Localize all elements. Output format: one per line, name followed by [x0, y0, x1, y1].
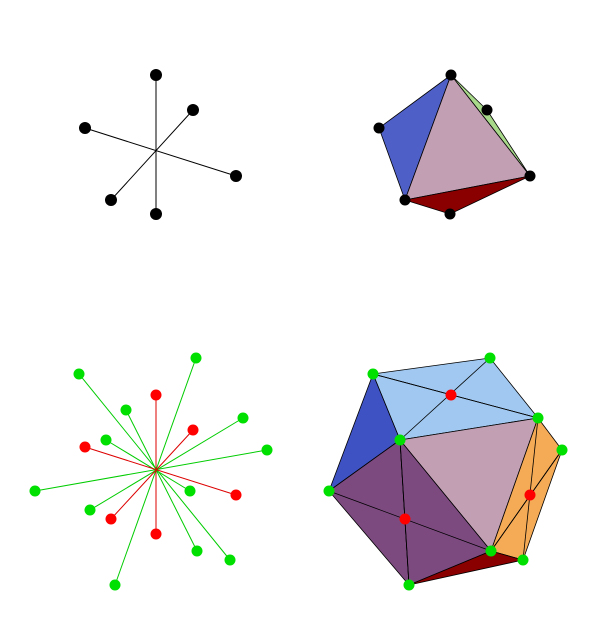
- vertex-dot: [105, 194, 117, 206]
- vertex-dot-green: [100, 434, 112, 446]
- vertex-dot: [230, 170, 242, 182]
- vertex-dot-green: [237, 412, 249, 424]
- vertex-dot-green: [190, 352, 202, 364]
- axis-line-green: [105, 439, 191, 492]
- vertex-dot-green: [261, 444, 273, 456]
- vertex-dot-green: [517, 554, 529, 566]
- vertex-dot: [445, 69, 457, 81]
- mesh-line: [399, 439, 410, 586]
- vertex-dot-green: [109, 579, 121, 591]
- vertex-dot-red: [79, 441, 91, 453]
- vertex-dot: [150, 69, 162, 81]
- face-dark-red: [404, 175, 531, 215]
- vertex-dot-green: [485, 545, 497, 557]
- vertex-dot: [399, 194, 411, 206]
- icosahedron-axes-panel: [29, 352, 273, 591]
- vertex-dot: [79, 122, 91, 134]
- vertex-dot-green: [394, 434, 406, 446]
- octahedron-solid-panel: [373, 69, 536, 220]
- axis-line-green: [89, 417, 244, 511]
- face-dark-red: [408, 550, 524, 586]
- vertex-dot-green: [29, 485, 41, 497]
- axis-line: [110, 109, 194, 201]
- vertex-dot-green: [323, 485, 335, 497]
- vertex-dot-green: [84, 504, 96, 516]
- mesh-line: [490, 449, 563, 552]
- mesh-line: [399, 357, 491, 441]
- vertex-dot-red: [150, 528, 162, 540]
- vertex-dot: [150, 208, 162, 220]
- axis-line: [84, 127, 237, 177]
- axis-line-red: [84, 446, 237, 496]
- face-center-red: [445, 389, 457, 401]
- vertex-dot-green: [224, 554, 236, 566]
- vertex-dot-green: [556, 444, 568, 456]
- face-center-red: [524, 489, 536, 501]
- vertex-dot-green: [403, 579, 415, 591]
- mesh-line: [522, 417, 539, 561]
- vertex-dot-red: [187, 424, 199, 436]
- face-center-red: [399, 513, 411, 525]
- icosahedron-solid-panel: [323, 352, 568, 591]
- vertex-dot-green: [73, 368, 85, 380]
- axis-line-red: [110, 429, 194, 520]
- vertex-dot: [444, 208, 456, 220]
- vertex-dot: [187, 104, 199, 116]
- vertex-dot-red: [105, 513, 117, 525]
- vertex-dot-red: [150, 389, 162, 401]
- vertex-dot-red: [230, 489, 242, 501]
- vertex-dot-green: [120, 404, 132, 416]
- vertex-dot: [524, 170, 536, 182]
- vertex-dot-green: [484, 352, 496, 364]
- vertex-dot-green: [367, 368, 379, 380]
- vertex-dot-green: [532, 412, 544, 424]
- octahedron-axes-panel: [79, 69, 242, 220]
- vertex-dot-green: [184, 485, 196, 497]
- axis-line-green: [34, 449, 268, 492]
- axis-line-green: [125, 409, 198, 552]
- vertex-dot: [373, 122, 385, 134]
- vertex-dot-green: [191, 545, 203, 557]
- vertex-dot: [481, 104, 493, 116]
